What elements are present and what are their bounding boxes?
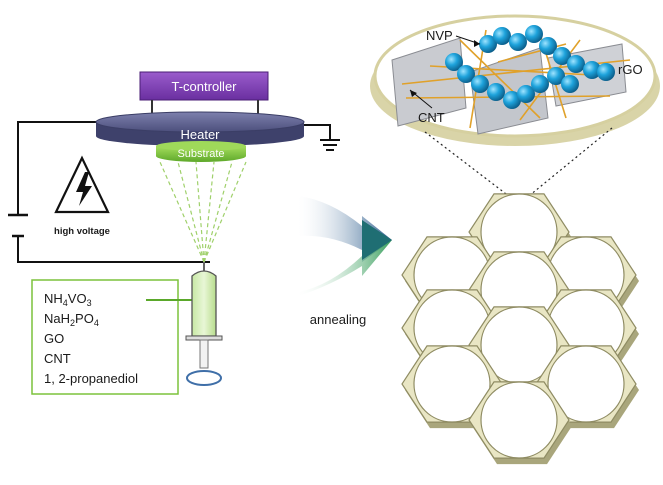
t-controller: T-controller — [139, 71, 269, 115]
zoom-guide — [424, 127, 613, 201]
ground-icon — [320, 139, 340, 151]
solution-go: GO — [44, 331, 64, 346]
honeycomb-pore — [413, 345, 491, 423]
heater-label: Heater — [180, 127, 220, 142]
lightning-icon — [76, 172, 92, 206]
honeycomb-structure — [401, 193, 639, 465]
substrate: Substrate — [156, 141, 246, 162]
solution-cnt: CNT — [44, 351, 71, 366]
substrate-label: Substrate — [177, 148, 224, 160]
high-voltage-sign: high voltage — [54, 155, 110, 237]
rgo-label: rGO — [618, 62, 643, 77]
cnt-label: CNT — [418, 110, 445, 125]
nanostructure-inset: NVP CNT rGO — [370, 14, 660, 146]
honeycomb-pore — [547, 345, 625, 423]
honeycomb-pore — [480, 381, 558, 459]
solution-nh4vo3: NH4VO3 — [44, 291, 92, 308]
annealing-arrow: annealing — [298, 196, 392, 327]
t-controller-label: T-controller — [171, 79, 237, 94]
solution-propanediol: 1, 2-propanediol — [44, 371, 138, 386]
circuit-wire — [8, 121, 331, 263]
spray-cone — [159, 161, 247, 263]
nvp-spheres — [445, 25, 615, 109]
heater: Heater — [95, 111, 305, 146]
high-voltage-label: high voltage — [54, 226, 110, 237]
solution-nah2po4: NaH2PO4 — [44, 311, 99, 328]
syringe — [185, 262, 223, 386]
nvp-label: NVP — [426, 28, 453, 43]
solution-box: NH4VO3 NaH2PO4 GO CNT 1, 2-propanediol — [31, 279, 194, 395]
annealing-label: annealing — [310, 312, 366, 327]
